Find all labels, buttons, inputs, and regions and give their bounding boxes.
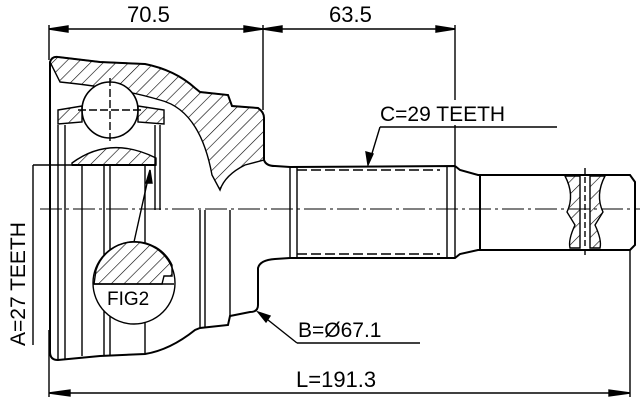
callout-shaft-spline: C=29 TEETH xyxy=(380,103,506,126)
dim-label-outer-length: 70.5 xyxy=(127,2,170,27)
dim-label-total-length: L=191.3 xyxy=(296,367,377,392)
callout-abs-diameter: B=Ø67.1 xyxy=(298,319,382,342)
fig2-label: FIG2 xyxy=(107,289,150,310)
dim-label-shaft-length: 63.5 xyxy=(329,2,372,27)
callout-inner-spline: A=27 TEETH xyxy=(7,222,30,346)
